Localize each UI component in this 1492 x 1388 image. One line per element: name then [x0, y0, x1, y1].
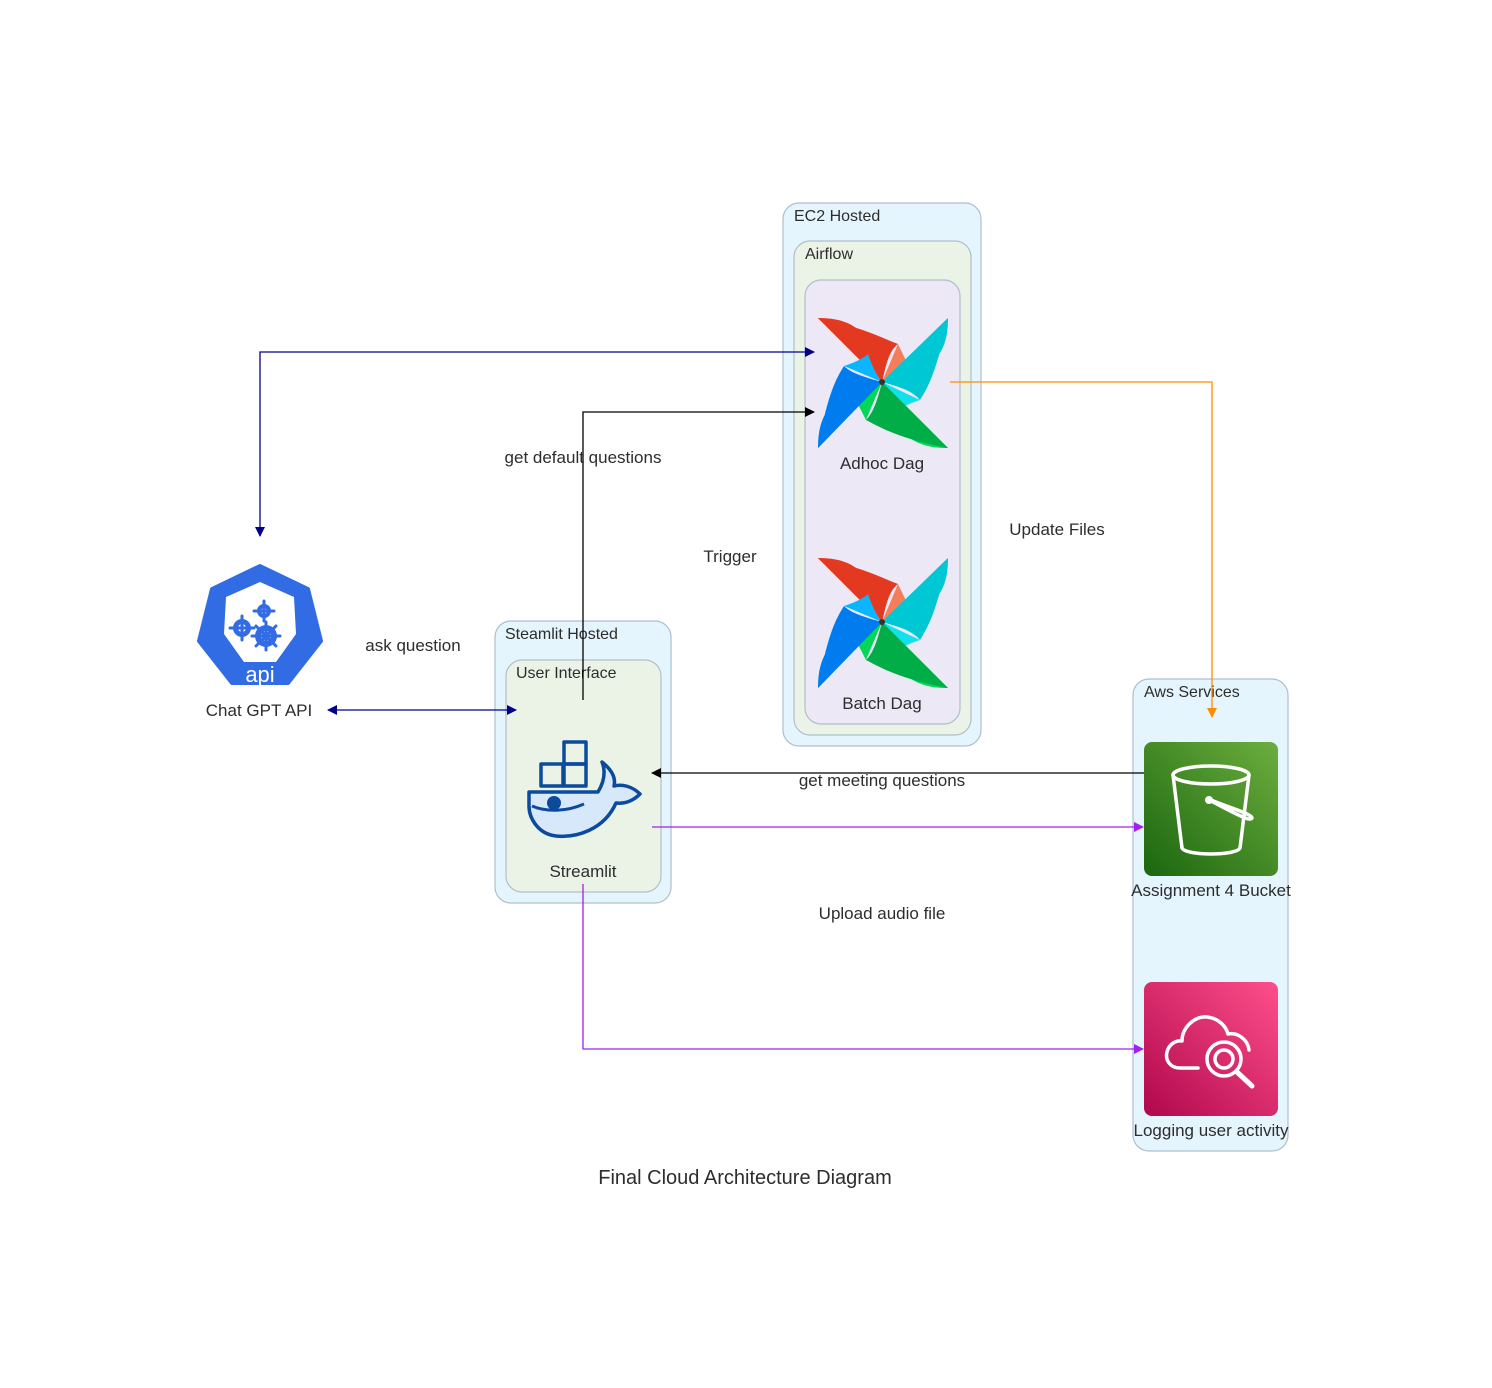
cloudwatch-icon	[1144, 982, 1278, 1116]
cluster-streamlit-hosted-label: Steamlit Hosted	[505, 626, 618, 643]
edge-label-get-default-questions: get default questions	[505, 448, 662, 467]
edge-streamlit-logging	[582, 884, 1144, 1054]
node-bucket-label: Assignment 4 Bucket	[1131, 881, 1291, 900]
node-chatgpt-api[interactable]: api Chat GPT API	[197, 564, 323, 720]
node-streamlit-label: Streamlit	[549, 862, 616, 881]
docker-whale-icon	[527, 740, 642, 839]
diagram-title: Final Cloud Architecture Diagram	[598, 1167, 891, 1189]
cluster-aws-label: Aws Services	[1144, 684, 1240, 701]
edge-label-ask-question: ask question	[365, 636, 460, 655]
api-icon-text: api	[245, 662, 274, 687]
kubernetes-api-icon: api	[197, 564, 323, 687]
node-assignment-bucket[interactable]: Assignment 4 Bucket	[1131, 742, 1291, 900]
node-logging-label: Logging user activity	[1134, 1121, 1289, 1140]
node-streamlit[interactable]: Streamlit	[527, 740, 642, 881]
node-logging-user-activity[interactable]: Logging user activity	[1134, 982, 1289, 1140]
node-adhoc-label: Adhoc Dag	[840, 454, 924, 473]
node-batch-label: Batch Dag	[842, 694, 921, 713]
node-batch-dag[interactable]: Batch Dag	[818, 558, 948, 713]
edge-label-update-files: Update Files	[1009, 520, 1104, 539]
edge-label-trigger: Trigger	[703, 547, 757, 566]
node-chatgpt-label: Chat GPT API	[206, 701, 312, 720]
cluster-user-interface-label: User Interface	[516, 665, 617, 682]
node-adhoc-dag[interactable]: Adhoc Dag	[818, 318, 948, 473]
edge-adhoc-bucket	[950, 381, 1217, 718]
cluster-airflow-label: Airflow	[805, 246, 853, 263]
edge-streamlit-adhoc	[582, 407, 815, 700]
edge-label-get-meeting-questions: get meeting questions	[799, 771, 965, 790]
edge-label-upload-audio-file: Upload audio file	[819, 904, 946, 923]
s3-bucket-icon	[1144, 742, 1278, 876]
cluster-ec2-label: EC2 Hosted	[794, 208, 880, 225]
edge-chatgpt-adhoc	[255, 347, 815, 537]
